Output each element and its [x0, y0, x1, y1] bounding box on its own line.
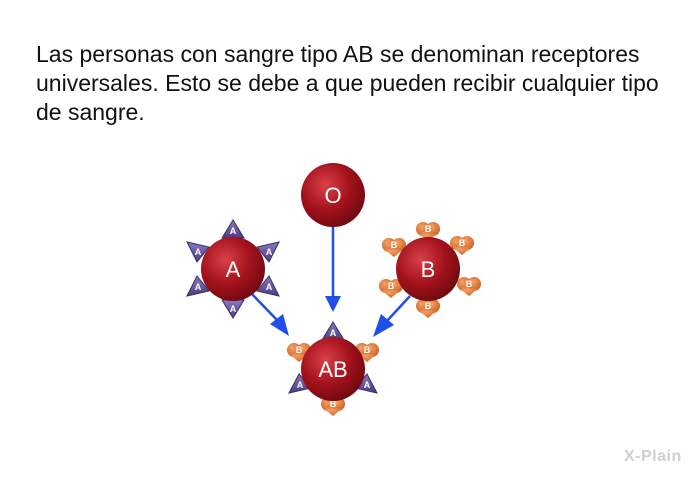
svg-text:A: A — [364, 380, 371, 390]
svg-text:B: B — [388, 281, 395, 291]
svg-text:B: B — [391, 240, 398, 250]
svg-text:B: B — [459, 238, 466, 248]
svg-text:A: A — [230, 226, 237, 236]
svg-text:A: A — [195, 247, 202, 257]
svg-text:A: A — [266, 247, 273, 257]
svg-text:B: B — [425, 224, 432, 234]
cell-ab: A A A B B B AB — [287, 321, 379, 416]
cell-o: O — [301, 163, 365, 227]
cell-o-label: O — [324, 183, 341, 208]
cell-b-label: B — [421, 257, 436, 282]
cell-b: B B B B B B B — [379, 222, 481, 318]
xplain-logo: X-Plain — [624, 448, 682, 465]
svg-text:A: A — [330, 328, 337, 338]
svg-text:B: B — [296, 345, 303, 355]
svg-text:A: A — [230, 304, 237, 314]
svg-text:B: B — [425, 301, 432, 311]
arrow-b-to-ab — [373, 295, 411, 337]
caption-text: Las personas con sangre tipo AB se denom… — [36, 41, 659, 125]
cell-ab-label: AB — [318, 357, 347, 382]
antigen-a-icon: A A A A A A — [186, 219, 280, 319]
svg-text:A: A — [266, 282, 273, 292]
svg-text:B: B — [466, 279, 473, 289]
svg-text:B: B — [364, 345, 371, 355]
cell-a: A A A A A A A — [186, 219, 280, 319]
svg-text:A: A — [297, 380, 304, 390]
svg-text:A: A — [195, 282, 202, 292]
arrow-o-to-ab — [325, 225, 341, 312]
svg-text:B: B — [330, 399, 337, 409]
arrow-a-to-ab — [249, 291, 289, 336]
cell-a-label: A — [226, 257, 241, 282]
antigen-b-icon: B B B B B B — [379, 222, 481, 318]
